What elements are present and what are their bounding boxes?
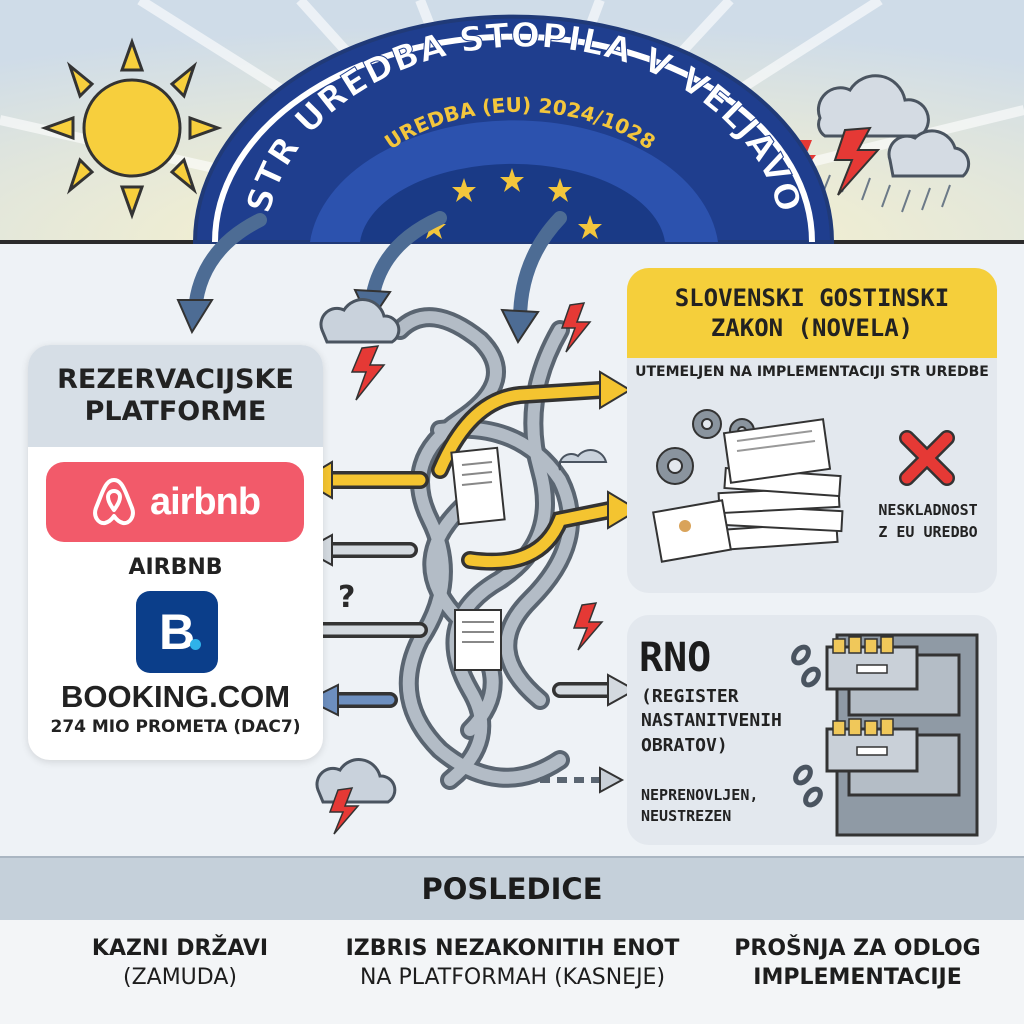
document-icon [450, 446, 506, 671]
consequences-title: POSLEDICE [421, 872, 603, 906]
filing-cabinet-icon [791, 633, 979, 837]
airbnb-logo: airbnb [46, 462, 304, 542]
law-title-line1: SLOVENSKI GOSTINSKI [674, 284, 950, 312]
platforms-title-line1: REZERVACIJSKE [57, 363, 294, 395]
booking-platforms-panel: REZERVACIJSKE PLATFORME airbnb AIRBNB B … [28, 345, 323, 760]
consequence-item: KAZNI DRŽAVI (ZAMUDA) [55, 935, 305, 992]
header-arch-text: STR UREDBA STOPILA V VELJAVO UREDBA (EU)… [239, 15, 809, 218]
rno-status-line1: NEPRENOVLJEN, [641, 786, 759, 804]
lightning-icon [328, 302, 604, 835]
booking-label: BOOKING.COM [60, 679, 291, 714]
consequence-item: PROŠNJA ZA ODLOG IMPLEMENTACIJE [715, 935, 1000, 992]
platforms-title-line2: PLATFORME [84, 396, 267, 427]
rno-status: NEPRENOVLJEN, NEUSTREZEN [641, 785, 831, 827]
rno-title: RNO [639, 635, 712, 681]
consequence-item: IZBRIS NEZAKONITIH ENOT NA PLATFORMAH (K… [325, 935, 700, 992]
header-subtitle: UREDBA (EU) 2024/1028 [380, 93, 660, 155]
airbnb-label: AIRBNB [128, 555, 223, 580]
consequence-2-title: IZBRIS NEZAKONITIH ENOT [345, 936, 680, 961]
rno-full-line2: NASTANITVENIH [641, 710, 782, 732]
consequence-1-note: (ZAMUDA) [123, 964, 237, 990]
airbnb-logo-text: airbnb [149, 480, 261, 523]
airbnb-icon [93, 478, 135, 526]
storm-cloud-icon [315, 298, 608, 804]
tangled-process-arrows [292, 307, 640, 794]
consequence-3-note: IMPLEMENTACIJE [753, 964, 962, 990]
eu-mismatch-line2: Z EU UREDBO [878, 522, 978, 541]
law-panel: SLOVENSKI GOSTINSKI ZAKON (NOVELA) UTEME… [627, 268, 997, 593]
sun-icon [40, 37, 223, 220]
consequence-2-note: NA PLATFORMAH (KASNEJE) [359, 964, 666, 990]
law-title: SLOVENSKI GOSTINSKI ZAKON (NOVELA) [627, 268, 997, 358]
revenue-note: 274 MIO PROMETA (DAC7) [50, 717, 301, 737]
law-subtitle: UTEMELJEN NA IMPLEMENTACIJI STR UREDBE [635, 364, 989, 380]
consequence-3-title: PROŠNJA ZA ODLOG [734, 936, 981, 961]
x-mark-icon [899, 430, 955, 486]
consequence-1-title: KAZNI DRŽAVI [91, 936, 269, 961]
arch-arrows [188, 211, 567, 327]
question-mark-icon: ? [338, 580, 356, 615]
eu-mismatch-line1: NESKLADNOST [878, 501, 978, 519]
consequences-header: POSLEDICE [0, 858, 1024, 920]
booking-logo-letter: B [158, 604, 196, 660]
platforms-title: REZERVACIJSKE PLATFORME [28, 345, 323, 447]
rno-full-name: (REGISTER NASTANITVENIH OBRATOV) [641, 685, 831, 758]
lightning-icon [833, 126, 881, 196]
broken-chain-icon [791, 644, 823, 808]
booking-logo-dot [190, 639, 201, 650]
booking-logo: B [136, 591, 218, 673]
law-title-line2: ZAKON (NOVELA) [710, 314, 914, 342]
eu-mismatch-note: NESKLADNOST Z EU UREDBO [863, 500, 993, 544]
eu-arch [192, 14, 835, 244]
rno-full-line3: OBRATOV) [641, 734, 728, 756]
rno-full-line1: (REGISTER [641, 686, 739, 707]
storm-cloud-icon [795, 74, 971, 226]
document-stack-icon [652, 409, 844, 563]
rno-status-line2: NEUSTREZEN [641, 807, 732, 825]
consequences-area [0, 920, 1024, 1024]
rno-panel: RNO (REGISTER NASTANITVENIH OBRATOV) NEP… [627, 615, 997, 845]
